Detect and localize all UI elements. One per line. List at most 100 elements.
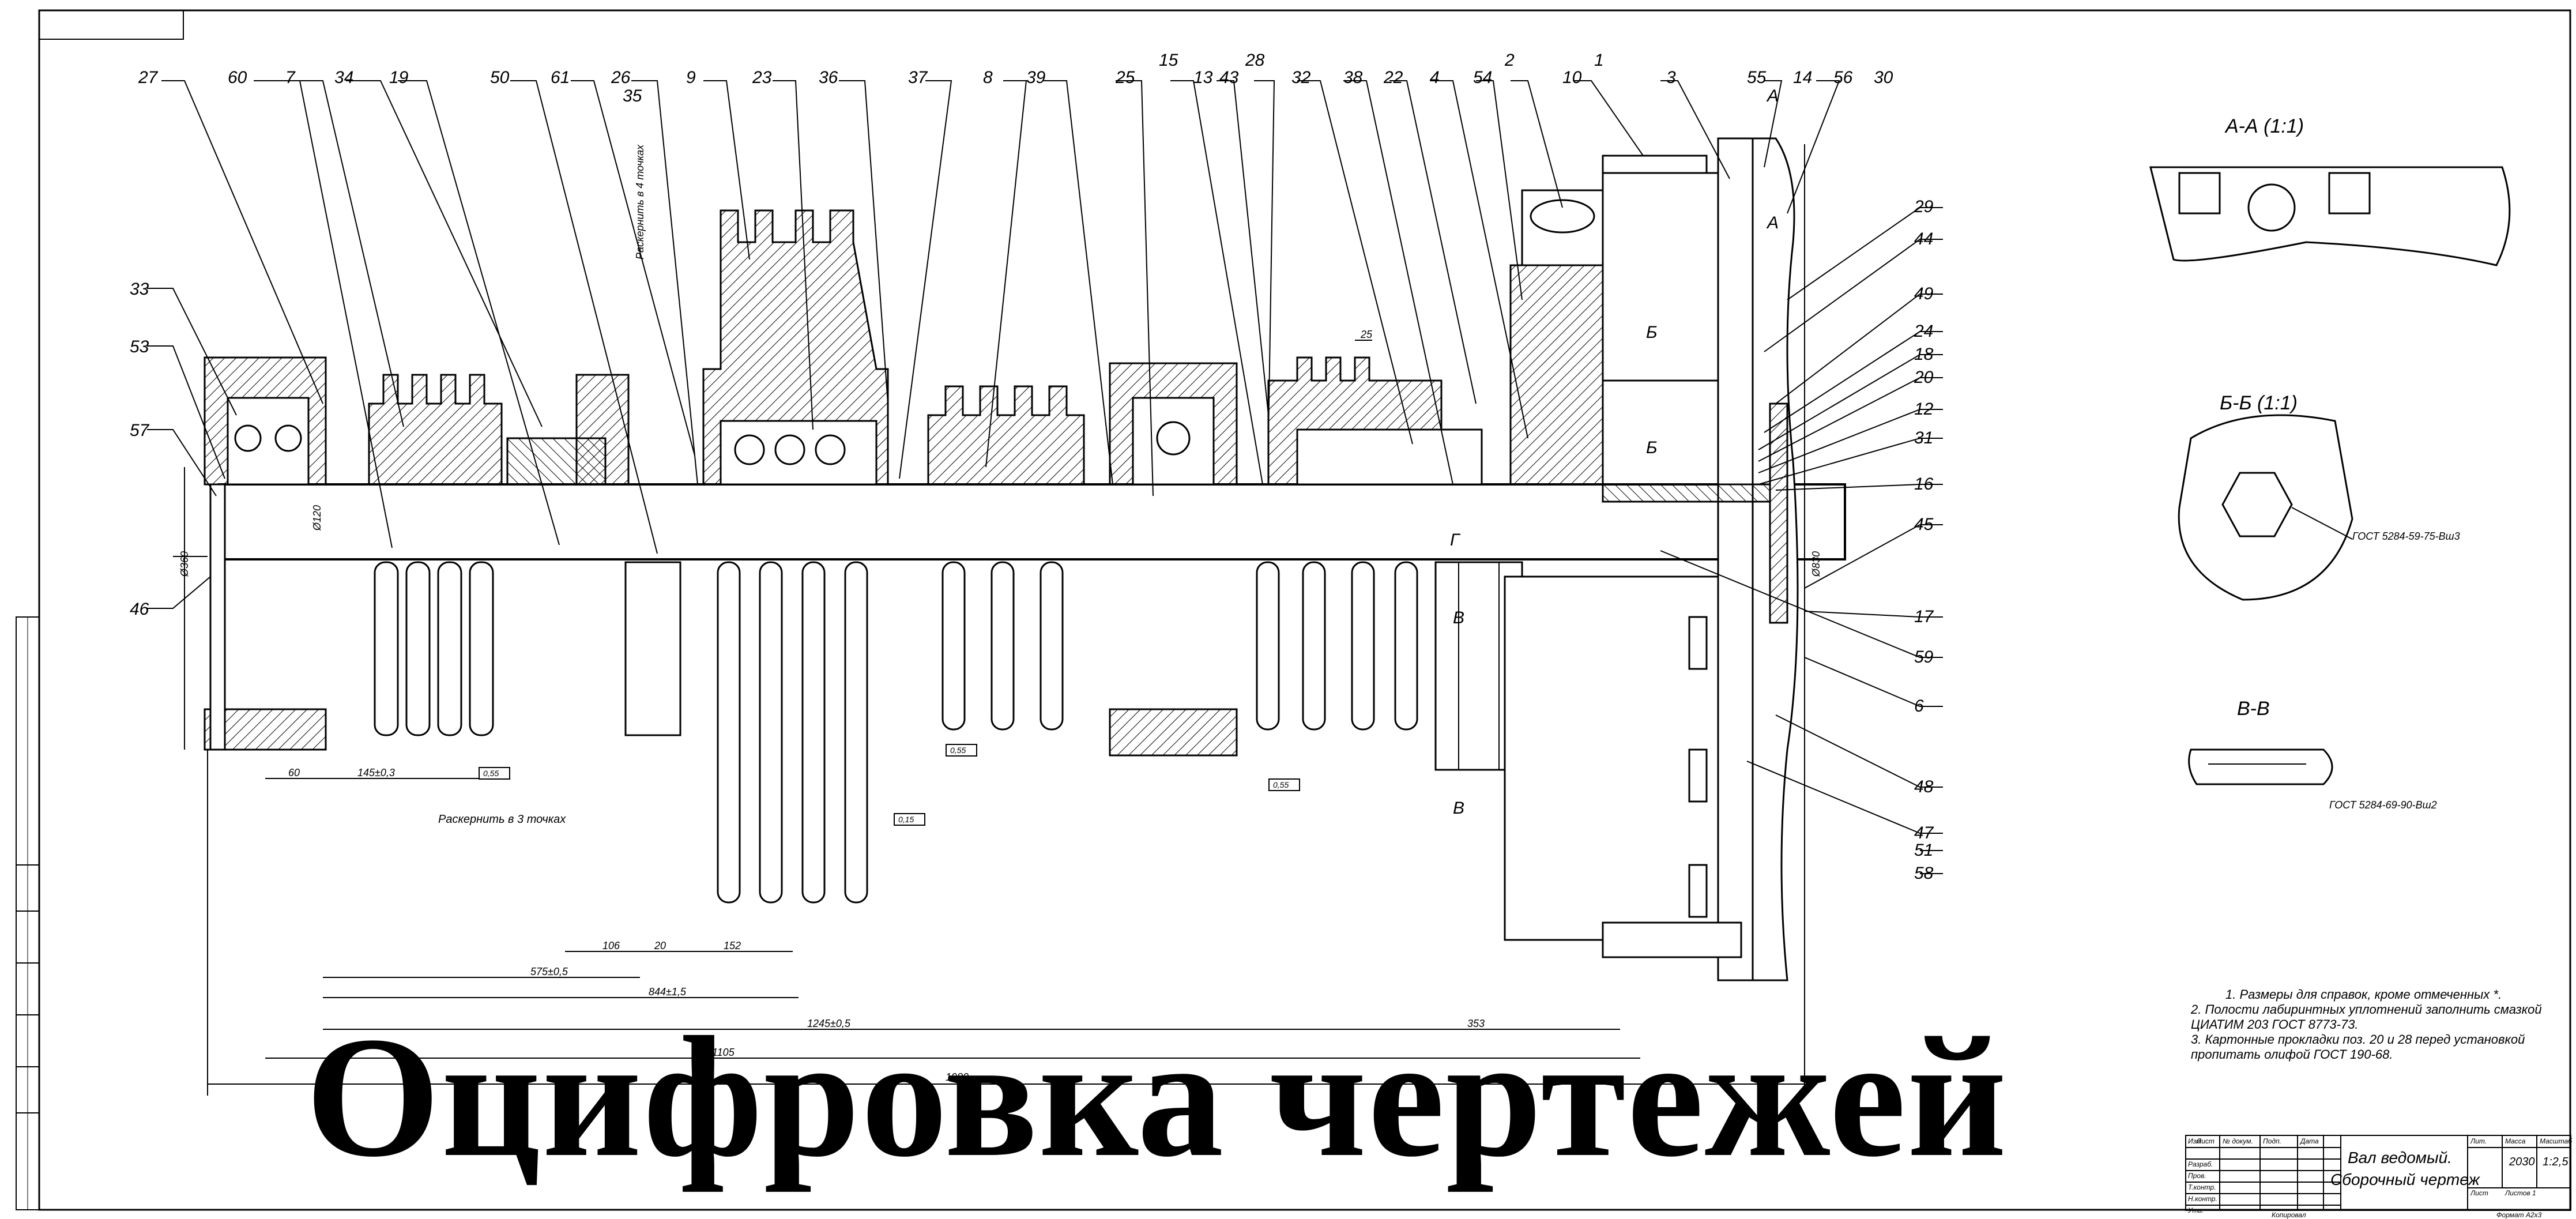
callout-19: 19 (389, 68, 409, 87)
callout-1: 1 (1594, 51, 1604, 70)
note-1: 1. Размеры для справок, кроме отмеченных… (2225, 987, 2502, 1002)
callout-47: 47 (1914, 823, 1934, 842)
callout-31: 31 (1914, 428, 1934, 447)
callout-9: 9 (686, 68, 696, 87)
dimension-4: 152 (724, 940, 741, 951)
callout-61: 61 (551, 68, 570, 87)
section-mark-4: В (1453, 608, 1465, 627)
callout-55: 55 (1747, 68, 1767, 87)
callout-44: 44 (1914, 229, 1934, 249)
callout-60: 60 (228, 68, 247, 87)
callout-3: 3 (1666, 68, 1676, 87)
section-vv-title: В-В (2237, 698, 2270, 720)
outer-frame (38, 9, 2571, 1211)
dimension-10: 353 (1467, 1018, 1485, 1029)
middle-bearing (1109, 362, 1238, 757)
callout-8: 8 (983, 68, 993, 87)
section-aa (2149, 166, 2511, 266)
callout-13: 13 (1193, 68, 1213, 87)
section-mark-1: А (1767, 213, 1779, 232)
title-block-header-6: Пров. (2188, 1172, 2206, 1180)
section-mark-0: А (1767, 86, 1779, 106)
title-block-header-10: Лит. (2470, 1137, 2487, 1145)
callout-37: 37 (908, 68, 928, 87)
tolerance-frame-1: 0,55 (946, 744, 978, 757)
callout-23: 23 (752, 68, 772, 87)
callout-49: 49 (1914, 284, 1934, 303)
section-mark-3: Б (1646, 438, 1658, 457)
callout-25: 25 (1116, 68, 1135, 87)
callout-18: 18 (1914, 345, 1934, 364)
title-block-header-14: Листов 1 (2505, 1189, 2536, 1197)
title-block-header-5: Разраб. (2188, 1160, 2213, 1168)
section-aa-title: А-А (1:1) (2225, 115, 2304, 137)
callout-51: 51 (1914, 841, 1934, 860)
title-block-grid (2185, 1135, 2571, 1211)
title-block-header-12: Масштаб (2540, 1137, 2573, 1145)
bolt-standard: ГОСТ 5284-59-75-Вш3 (2352, 531, 2460, 542)
dimension-5: 575±0,5 (530, 966, 568, 977)
annotation-rotate2: Раскернить в 3 точках (438, 813, 566, 826)
callout-39: 39 (1026, 68, 1046, 87)
title-block-header-8: Н.контр. (2188, 1195, 2217, 1203)
tolerance-frame-3: 0,15 (894, 813, 926, 826)
dimension-11: 25 (1361, 329, 1373, 340)
callout-29: 29 (1914, 197, 1934, 216)
title-block-header-13: Лист (2470, 1189, 2488, 1197)
callout-12: 12 (1914, 400, 1934, 419)
title-block-header-4: Дата (2300, 1137, 2319, 1145)
callout-2: 2 (1505, 51, 1515, 70)
designation: 2030 (2509, 1156, 2535, 1168)
dimension-3: 20 (654, 940, 666, 951)
drawing-title-line1: Вал ведомый. (2348, 1149, 2452, 1167)
sprocket-left (368, 374, 503, 736)
callout-59: 59 (1914, 648, 1934, 667)
scale: 1:2,5 (2543, 1156, 2569, 1168)
left-bearing (204, 356, 327, 751)
callout-22: 22 (1384, 68, 1403, 87)
callout-30: 30 (1874, 68, 1893, 87)
callout-58: 58 (1914, 864, 1934, 883)
section-bb (2178, 414, 2353, 601)
callout-17: 17 (1914, 607, 1934, 626)
section-mark-5: В (1453, 799, 1465, 818)
callout-35: 35 (623, 86, 642, 106)
callout-20: 20 (1914, 368, 1934, 387)
section-bb-title: Б-Б (1:1) (2220, 392, 2298, 414)
section-vv (2188, 748, 2333, 785)
dimension-1: 145±0,3 (357, 767, 395, 778)
callout-33: 33 (130, 280, 149, 299)
callout-24: 24 (1914, 322, 1934, 341)
dimension-8: 1105 (712, 1047, 735, 1058)
callout-54: 54 (1473, 68, 1493, 87)
format-label: Формат А2х3 (2496, 1211, 2542, 1219)
section-mark-2: Б (1646, 323, 1658, 342)
callout-46: 46 (130, 600, 149, 619)
dimension-0: 60 (288, 767, 300, 778)
callout-34: 34 (334, 68, 354, 87)
dimension-9: 1980 (946, 1071, 969, 1083)
sprocket-large (702, 209, 889, 904)
callout-14: 14 (1793, 68, 1813, 87)
title-block-header-2: № докум. (2223, 1137, 2253, 1145)
callout-7: 7 (285, 68, 295, 87)
leader-lines (147, 80, 1943, 874)
watermark-text: Оцифровка чертежей (306, 1001, 2008, 1192)
callout-48: 48 (1914, 777, 1934, 796)
title-block-header-0: Изм (2188, 1137, 2201, 1145)
sprocket-middle (927, 385, 1085, 731)
callout-56: 56 (1833, 68, 1853, 87)
annotation-rotate1: Раскернить в 4 точках (634, 144, 646, 259)
drawing-title-line2: Сборочный чертеж (2330, 1171, 2480, 1188)
callout-16: 16 (1914, 475, 1934, 494)
dimension-14: Ø120 (311, 505, 323, 531)
callout-6: 6 (1914, 697, 1924, 716)
dimension-12: Ø360 (179, 551, 190, 577)
callout-10: 10 (1562, 68, 1582, 87)
dimension-6: 844±1,5 (649, 986, 686, 998)
callout-53: 53 (130, 337, 149, 356)
copied-label: Копировал (2272, 1211, 2306, 1219)
title-block-header-7: Т.контр. (2188, 1183, 2216, 1191)
